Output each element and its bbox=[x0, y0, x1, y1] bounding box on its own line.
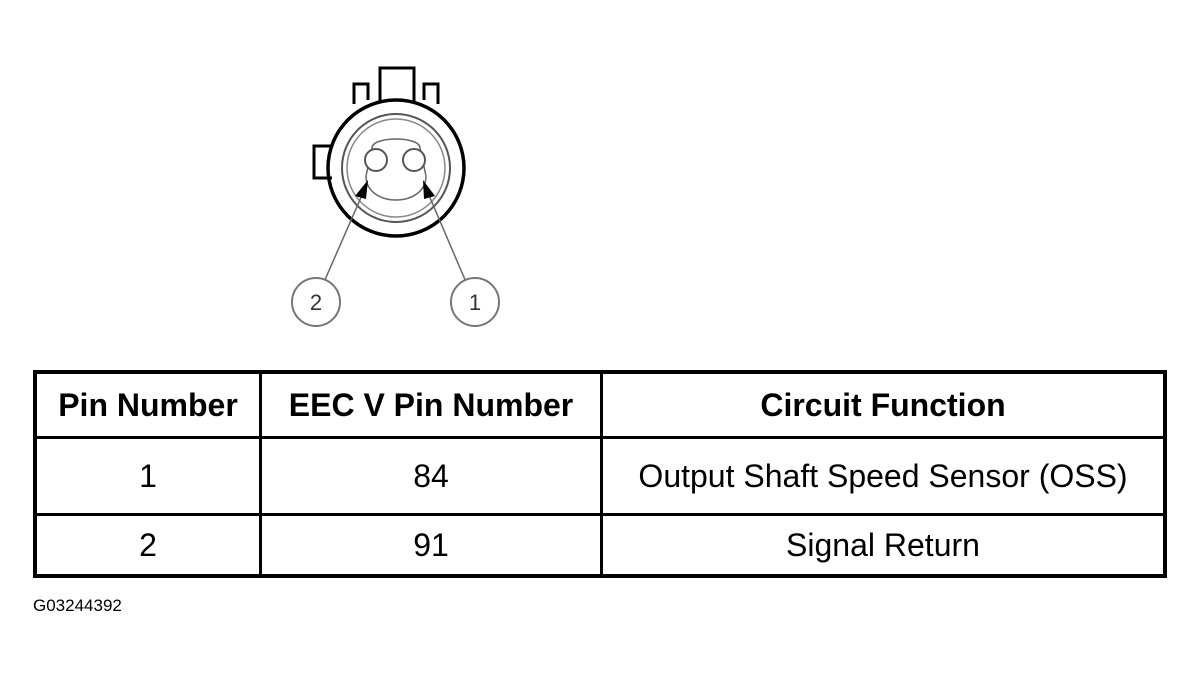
pin-function-table: Pin Number EEC V Pin Number Circuit Func… bbox=[33, 370, 1167, 578]
cell-pin-number: 2 bbox=[33, 513, 262, 578]
cell-eec-v-pin-number: 91 bbox=[259, 513, 603, 578]
pin-1-socket bbox=[402, 148, 426, 172]
header-circuit-function: Circuit Function bbox=[600, 370, 1167, 439]
cell-circuit-function: Output Shaft Speed Sensor (OSS) bbox=[600, 436, 1167, 516]
callout-2: 2 bbox=[291, 277, 341, 327]
connector-diagram: 2 1 bbox=[291, 66, 500, 327]
arrowhead-pin-1 bbox=[423, 180, 435, 199]
pin-2-socket bbox=[364, 148, 388, 172]
connector-housing bbox=[312, 66, 466, 238]
table-header-row: Pin Number EEC V Pin Number Circuit Func… bbox=[33, 370, 1167, 439]
table-row: 1 84 Output Shaft Speed Sensor (OSS) bbox=[33, 436, 1167, 516]
header-pin-number: Pin Number bbox=[33, 370, 262, 439]
callout-1-label: 1 bbox=[469, 290, 481, 315]
cell-pin-number: 1 bbox=[33, 436, 262, 516]
figure-id: G03244392 bbox=[33, 596, 122, 615]
cell-circuit-function: Signal Return bbox=[600, 513, 1167, 578]
header-eec-v-pin-number: EEC V Pin Number bbox=[259, 370, 603, 439]
callout-2-label: 2 bbox=[310, 290, 322, 315]
connector-pins bbox=[364, 148, 426, 172]
leader-lines bbox=[323, 180, 467, 283]
cell-eec-v-pin-number: 84 bbox=[259, 436, 603, 516]
callout-1: 1 bbox=[450, 277, 500, 327]
arrowhead-pin-2 bbox=[355, 180, 368, 199]
table-row: 2 91 Signal Return bbox=[33, 513, 1167, 578]
